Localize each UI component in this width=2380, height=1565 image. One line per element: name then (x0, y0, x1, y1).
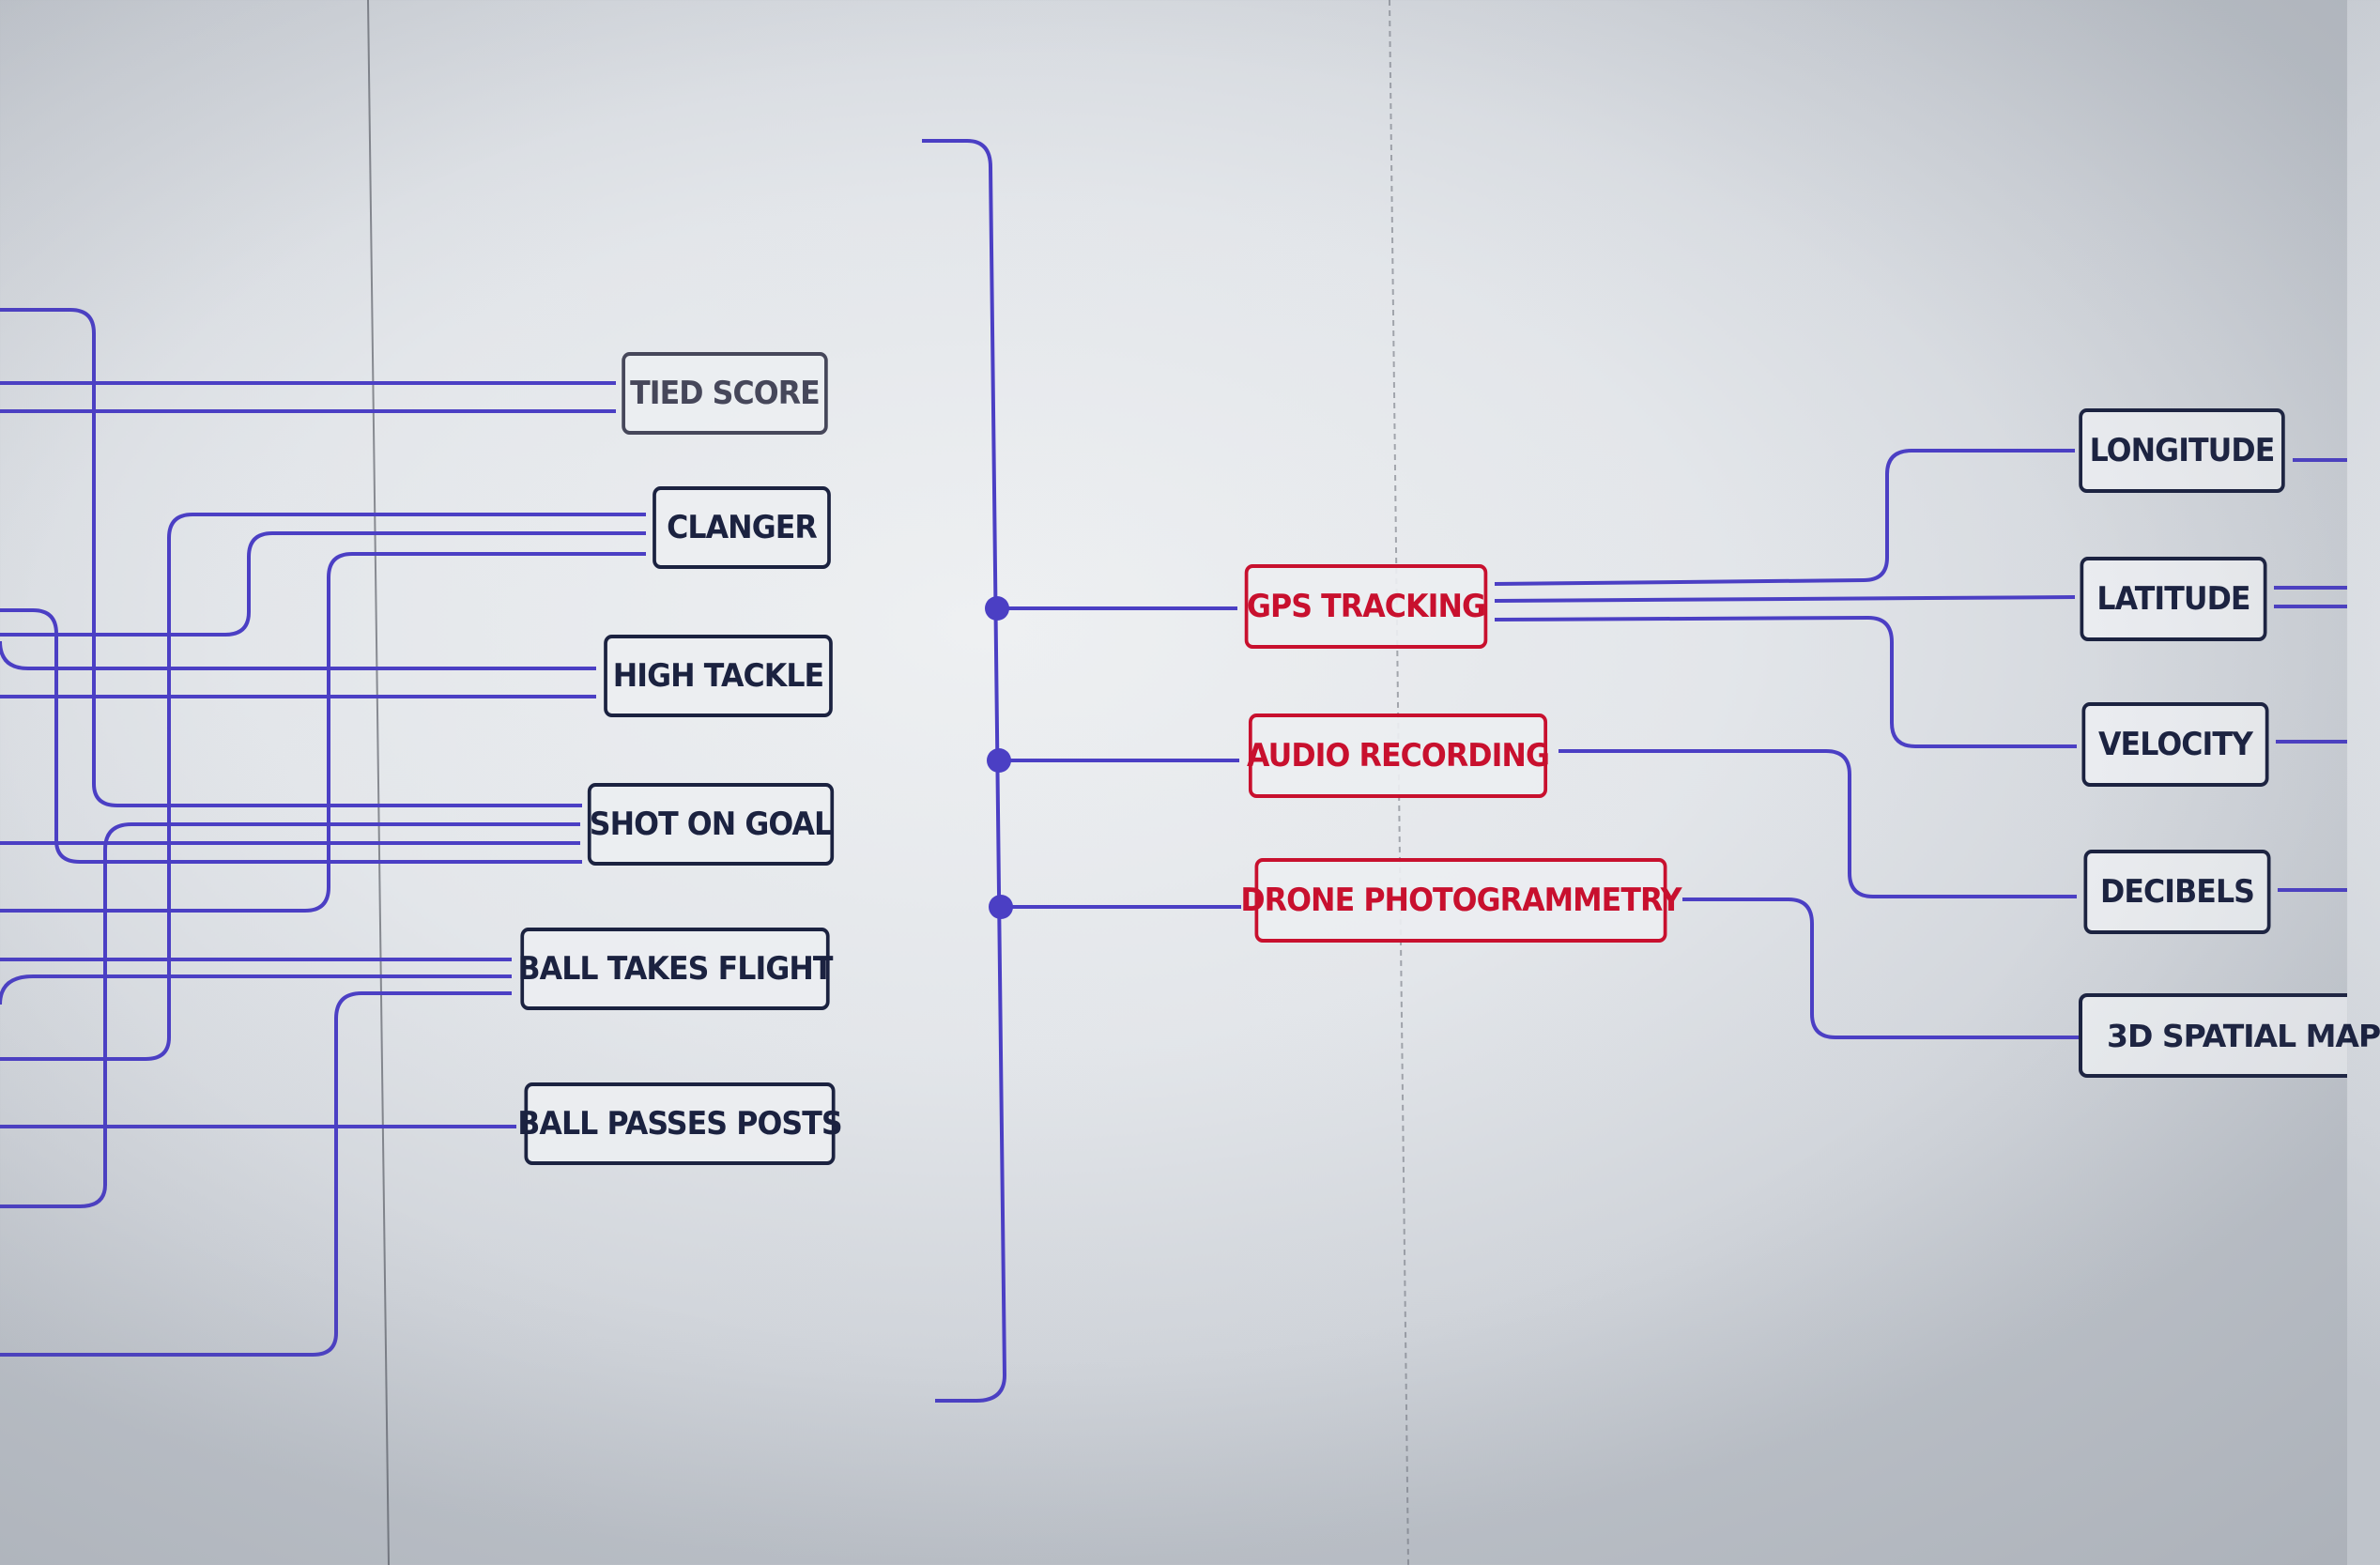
line-shot-b (0, 822, 580, 1208)
panel-seam-left (367, 0, 390, 1565)
line-clanger-c (0, 531, 646, 637)
line-flight-a (0, 974, 512, 1005)
node-drone (989, 895, 1013, 919)
line-gps-latitude (1494, 595, 2076, 603)
sensor-gps-tracking: GPS TRACKING (1244, 564, 1488, 649)
line-flight-b (0, 991, 512, 1357)
bracket (922, 139, 1006, 1403)
line-clanger-d (0, 552, 646, 913)
output-3d-spatial-map: 3D SPATIAL MAP (2079, 993, 2380, 1078)
label-high-tackle: HIGH TACKLE (604, 635, 833, 717)
line-gps-longitude (1494, 449, 2075, 586)
label-ball-passes-posts: BALL PASSES POSTS (517, 1082, 843, 1165)
output-decibels: DECIBELS (2083, 850, 2271, 934)
line-drone-spatial (1682, 898, 2080, 1039)
sensor-drone-photogrammetry: DRONE PHOTOGRAMMETRY (1240, 858, 1682, 943)
output-longitude: LONGITUDE (2079, 408, 2285, 493)
node-gps (985, 596, 1009, 621)
line-high-tackle-c (0, 640, 596, 670)
label-clanger: CLANGER (653, 486, 831, 569)
line-clanger-a (0, 308, 582, 807)
output-velocity: VELOCITY (2081, 702, 2269, 787)
line-clanger-b (0, 513, 646, 1061)
connector-lines (0, 139, 2347, 1403)
output-latitude: LATITUDE (2080, 557, 2267, 641)
line-audio-decibels (1559, 749, 2077, 898)
label-ball-takes-flight: BALL TAKES FLIGHT (517, 928, 833, 1010)
label-tied-score: TIED SCORE (622, 352, 828, 435)
node-audio (987, 748, 1011, 773)
sensor-audio-recording: AUDIO RECORDING (1247, 713, 1550, 798)
line-high-tackle-a (0, 608, 582, 864)
line-gps-velocity (1494, 616, 2077, 748)
label-shot-on-goal: SHOT ON GOAL (587, 783, 835, 866)
panel-seam-right (1389, 0, 1409, 1565)
